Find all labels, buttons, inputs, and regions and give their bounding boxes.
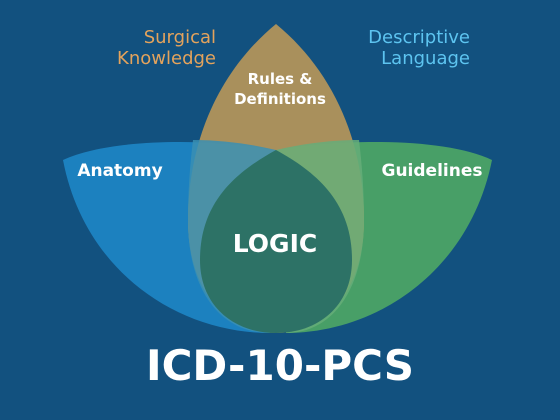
surgical-knowledge-line-1: Surgical xyxy=(143,27,216,48)
anatomy-label: Anatomy xyxy=(77,161,163,181)
surgical-knowledge-annotation: Surgical Knowledge xyxy=(86,27,216,69)
logic-label: LOGIC xyxy=(232,229,318,258)
descriptive-language-line-1: Descriptive xyxy=(368,27,470,48)
rules-label-line-1: Rules & xyxy=(247,70,313,88)
surgical-knowledge-line-2: Knowledge xyxy=(117,47,216,69)
descriptive-language-line-2: Language xyxy=(381,47,470,69)
rules-label-line-2: Definitions xyxy=(234,89,326,108)
diagram-title: ICD-10-PCS xyxy=(145,341,415,390)
rules-definitions-label: Rules & Definitions xyxy=(218,70,342,109)
guidelines-label: Guidelines xyxy=(381,161,483,181)
descriptive-language-annotation: Descriptive Language xyxy=(330,27,470,69)
logic-center-shape xyxy=(200,150,352,333)
